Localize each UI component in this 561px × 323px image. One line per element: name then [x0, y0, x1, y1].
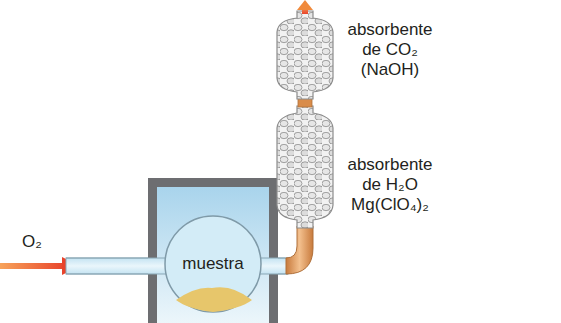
- chamber-label: muestra: [180, 255, 245, 273]
- gas-label: O₂: [22, 232, 42, 252]
- absorber-label: absorbente de H₂O Mg(ClO₄)₂: [342, 155, 438, 215]
- sample-chamber: muestra: [165, 216, 261, 312]
- absorber-label: absorbente de CO₂ (NaOH): [342, 20, 438, 80]
